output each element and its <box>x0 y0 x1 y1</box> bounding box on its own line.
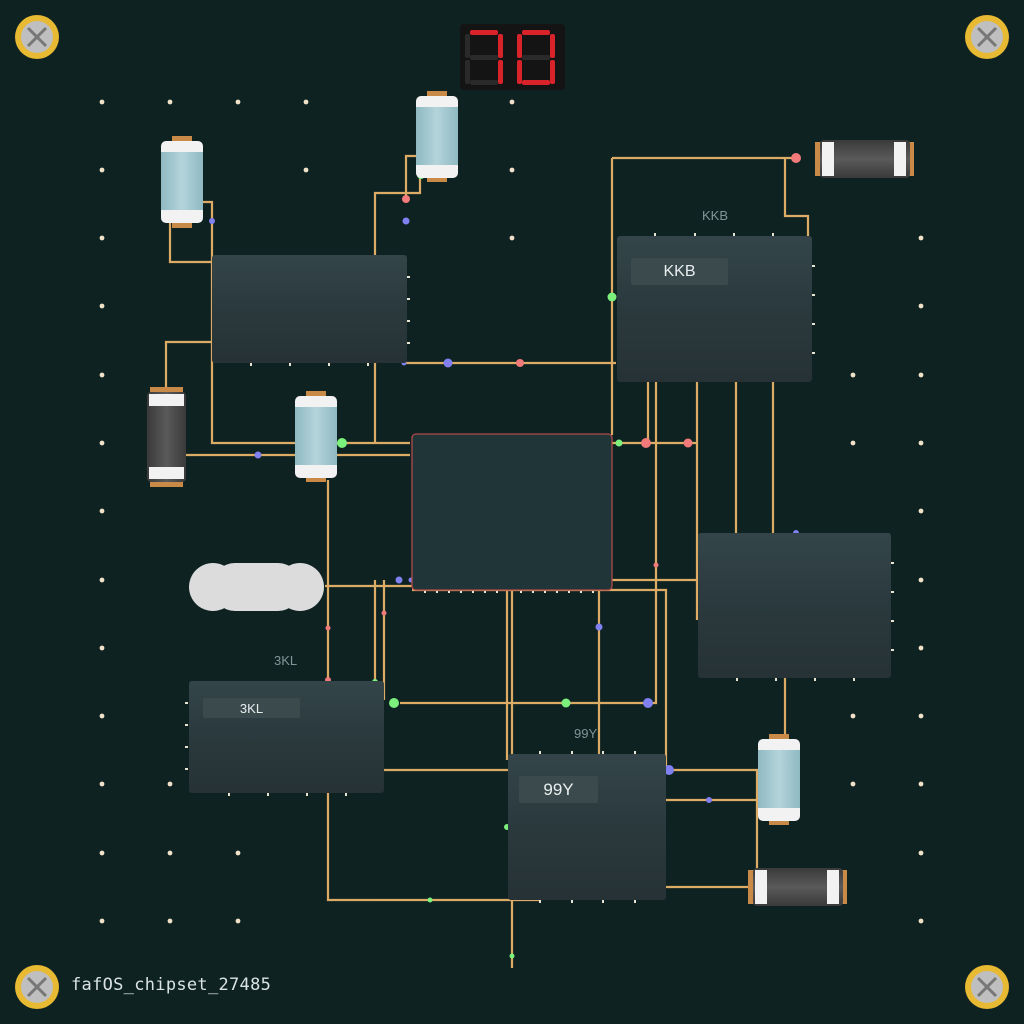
chip-kkb-label: KKB <box>631 258 728 285</box>
digit-0 <box>465 30 503 85</box>
capacitor-4 <box>758 734 800 825</box>
segment-f <box>517 34 522 58</box>
chip-99y-label: 99Y <box>519 776 598 803</box>
screw-icon <box>15 15 59 59</box>
segment-e <box>465 60 470 84</box>
crystal-oscillator <box>189 563 324 611</box>
segment-b <box>498 34 503 58</box>
chip-99y-overhead-label: 99Y <box>574 726 598 741</box>
board-name: fafOS_chipset_27485 <box>71 975 272 995</box>
chip-3kl-overhead-label: 3KL <box>274 653 298 668</box>
resistor-vertical <box>147 387 186 487</box>
resistor-bottom-right <box>748 868 847 906</box>
chip-top-left[interactable] <box>212 255 407 363</box>
segment-e <box>517 60 522 84</box>
segment-c <box>550 60 555 84</box>
segment-g <box>522 55 550 60</box>
screw-icon <box>965 15 1009 59</box>
screw-icon <box>965 965 1009 1009</box>
chip-right[interactable] <box>698 533 891 678</box>
signal-leds <box>209 153 801 959</box>
capacitor-1 <box>161 136 203 228</box>
segment-g <box>470 55 498 60</box>
chip-kkb-overhead-label: KKB <box>702 208 729 223</box>
capacitor-3 <box>295 391 337 482</box>
segment-f <box>465 34 470 58</box>
segment-a <box>522 30 550 35</box>
digit-1 <box>517 30 555 85</box>
capacitor-2 <box>416 91 458 182</box>
resistor-top-right <box>815 140 914 178</box>
segment-a <box>470 30 498 35</box>
seven-segment-display <box>460 24 565 90</box>
cpu-chip[interactable] <box>411 433 613 591</box>
screw-icon <box>15 965 59 1009</box>
chip-pins <box>185 233 894 903</box>
chip-3kl-label: 3KL <box>203 698 300 718</box>
segment-c <box>498 60 503 84</box>
segment-b <box>550 34 555 58</box>
segment-d <box>470 80 498 85</box>
pad-grid <box>99 99 924 924</box>
segment-d <box>522 80 550 85</box>
